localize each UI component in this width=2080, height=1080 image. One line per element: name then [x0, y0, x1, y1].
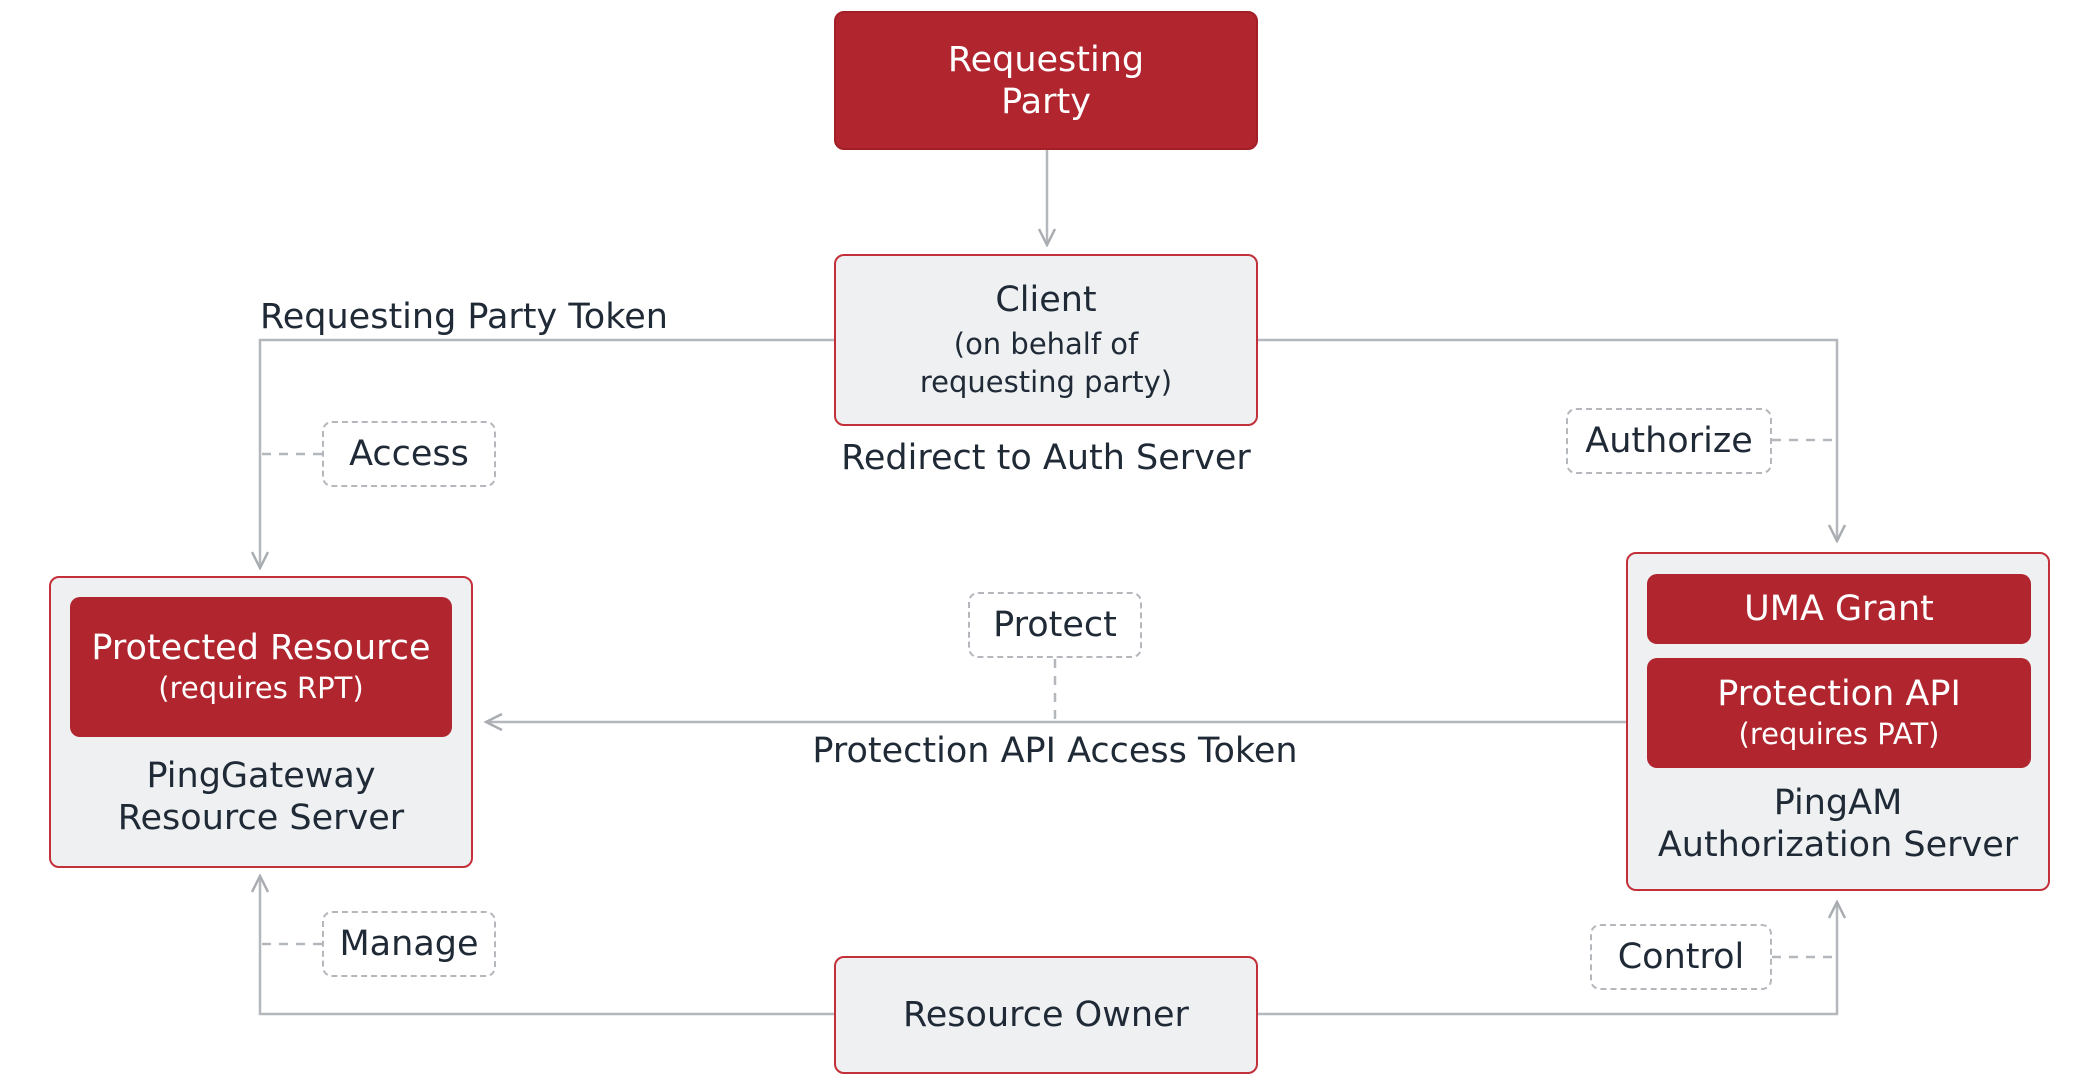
tag-manage: Manage: [322, 911, 496, 977]
protection-api-title: Protection API: [1717, 674, 1961, 714]
tag-control: Control: [1590, 924, 1772, 990]
client-node: Client (on behalf of requesting party): [834, 254, 1258, 426]
client-title: Client: [995, 280, 1097, 320]
client-sub2: requesting party): [919, 365, 1173, 399]
resource-server-node: Protected Resource (requires RPT) PingGa…: [49, 576, 473, 868]
requesting-party-line1: Requesting: [947, 39, 1145, 80]
requesting-party-line2: Party: [1001, 81, 1091, 122]
authorization-server-line2: Authorization Server: [1657, 825, 2019, 865]
tag-access: Access: [322, 421, 496, 487]
arrow-owner-to-resource-server: [260, 876, 834, 1016]
edge-label-rpt: Requesting Party Token: [260, 297, 668, 337]
tag-protect: Protect: [968, 592, 1142, 658]
uma-grant-label: UMA Grant: [1744, 589, 1934, 629]
arrow-client-to-resource-server: [260, 338, 834, 568]
uma-grant: UMA Grant: [1647, 574, 2031, 644]
requesting-party-node: Requesting Party: [834, 11, 1258, 150]
protected-resource-title: Protected Resource: [91, 628, 431, 668]
protection-api: Protection API (requires PAT): [1647, 658, 2031, 768]
edge-label-redirect: Redirect to Auth Server: [841, 438, 1251, 478]
resource-owner-label: Resource Owner: [903, 995, 1189, 1035]
protection-api-sub: (requires PAT): [1738, 717, 1940, 751]
protected-resource-sub: (requires RPT): [158, 671, 364, 705]
arrow-owner-to-auth-server: [1258, 902, 1837, 1016]
authorization-server-line1: PingAM: [1773, 783, 1903, 823]
client-sub1: (on behalf of: [953, 327, 1139, 361]
tag-authorize: Authorize: [1566, 408, 1772, 474]
protected-resource: Protected Resource (requires RPT): [70, 597, 452, 737]
resource-owner-node: Resource Owner: [834, 956, 1258, 1074]
arrow-client-to-auth-server: [1258, 338, 1837, 541]
edge-label-pat: Protection API Access Token: [812, 731, 1298, 771]
authorization-server-node: UMA Grant Protection API (requires PAT) …: [1626, 552, 2050, 891]
resource-server-line1: PingGateway: [146, 756, 376, 796]
resource-server-line2: Resource Server: [117, 798, 405, 838]
